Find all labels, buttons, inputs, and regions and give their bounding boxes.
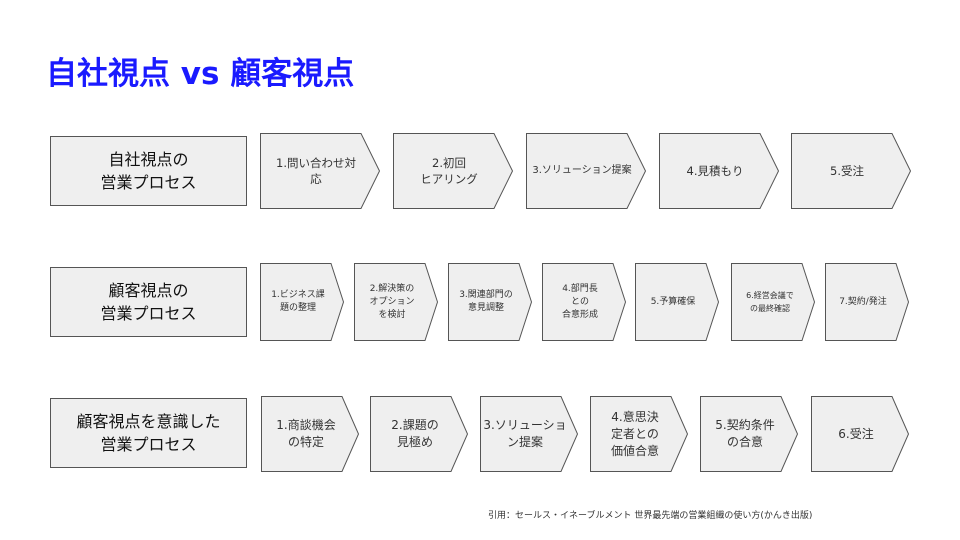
chevron-step: 4.見積もり <box>686 164 744 178</box>
chevron-shape <box>393 133 514 209</box>
chevron-shape <box>480 396 579 472</box>
chevron-step: 6.経営会議で の最終確認 <box>746 291 794 313</box>
chevron-shape <box>825 263 910 341</box>
chevron-shape <box>260 133 381 209</box>
chevron-shape <box>542 263 627 341</box>
row-label-customer-aware: 顧客視点を意識した 営業プロセス <box>50 398 247 468</box>
chevron-shape <box>261 396 360 472</box>
chevron-step: 2.解決策の オプション を検討 <box>369 283 415 320</box>
chevron-step: 6.受注 <box>838 426 874 441</box>
chevron-step: 5.受注 <box>830 164 864 178</box>
chevron-shape <box>448 263 533 341</box>
slide-title: 自社視点 vs 顧客視点 <box>46 56 355 92</box>
chevron-step: 1.問い合わせ対 応 <box>276 156 356 186</box>
chevron-step: 4.部門長 との 合意形成 <box>561 283 598 320</box>
chevron-shape <box>791 133 912 209</box>
chevron-step: 3.ソリューション提案 <box>532 165 632 176</box>
chevron-step: 1.商談機会 の特定 <box>276 418 336 449</box>
chevron-shape <box>260 263 345 341</box>
chevron-shape <box>811 396 910 472</box>
chevron-step: 7.契約/発注 <box>839 296 887 307</box>
chevron-shape <box>731 263 816 341</box>
chevron-shape <box>526 133 647 209</box>
chevron-shape <box>590 396 689 472</box>
citation: 引用：セールス・イネーブルメント 世界最先端の営業組織の使い方(かんき出版) <box>488 511 813 521</box>
chevron-shape <box>659 133 780 209</box>
chevron-step: 2.初回 ヒアリング <box>420 156 478 186</box>
chevron-shape <box>370 396 469 472</box>
chevron-step: 5.予算確保 <box>650 296 696 307</box>
row-label-customer: 顧客視点の 営業プロセス <box>50 267 247 337</box>
chevron-shape <box>700 396 799 472</box>
chevron-shape <box>635 263 720 341</box>
chevron-step: 5.契約条件 の合意 <box>715 418 775 449</box>
chevron-step: 4.意思決 定者との 価値合意 <box>610 409 659 458</box>
chevron-step: 3.ソリューショ ン提案 <box>483 418 567 449</box>
row-label-self: 自社視点の 営業プロセス <box>50 136 247 206</box>
chevron-step: 3.関連部門の 意見調整 <box>459 290 513 313</box>
chevron-step: 2.課題の 見極め <box>391 418 439 449</box>
chevron-step: 1.ビジネス課 題の整理 <box>271 290 325 313</box>
chevron-shape <box>354 263 439 341</box>
